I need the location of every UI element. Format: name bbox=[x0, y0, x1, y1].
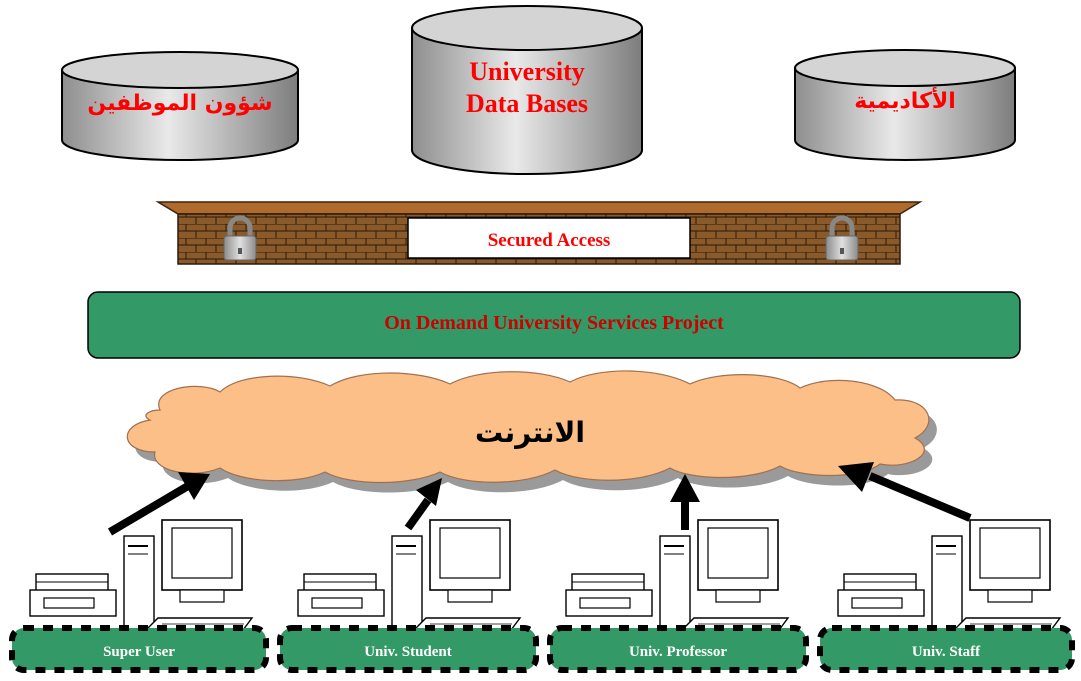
lock-icon bbox=[223, 215, 257, 261]
secured-access-box bbox=[407, 217, 691, 259]
user-label: Univ. Professor bbox=[629, 644, 727, 660]
database-academic: الأكاديمية bbox=[794, 49, 1016, 161]
database-university-label-line1: University bbox=[469, 57, 585, 86]
arrow-staff bbox=[838, 462, 972, 522]
computer-icon bbox=[837, 519, 1061, 635]
user-box-super-user: Super User bbox=[9, 625, 269, 673]
computer-icon bbox=[565, 519, 789, 635]
user-box-student: Univ. Student bbox=[277, 625, 539, 673]
internet-cloud: الانترنت bbox=[126, 370, 937, 493]
user-label: Super User bbox=[103, 644, 175, 660]
lock-icon bbox=[825, 215, 859, 261]
computer-icon bbox=[29, 519, 253, 635]
computer-icon bbox=[297, 519, 521, 635]
secured-access-label: Secured Access bbox=[488, 230, 611, 251]
database-academic-label: الأكاديمية bbox=[854, 86, 956, 114]
database-university: University Data Bases bbox=[411, 5, 643, 175]
arrow-super-user bbox=[107, 472, 210, 536]
arrow-professor bbox=[670, 474, 700, 530]
user-box-professor: Univ. Professor bbox=[547, 625, 809, 673]
project-label: On Demand University Services Project bbox=[384, 312, 724, 334]
project-bar: On Demand University Services Project bbox=[87, 291, 1021, 359]
database-hr-label: شؤون الموظفين bbox=[87, 91, 272, 116]
internet-label: الانترنت bbox=[475, 416, 585, 449]
secured-access-wall: Secured Access bbox=[155, 201, 923, 265]
user-label: Univ. Staff bbox=[912, 644, 981, 660]
user-label: Univ. Student bbox=[364, 644, 452, 660]
arrow-student bbox=[404, 478, 442, 531]
user-box-staff: Univ. Staff bbox=[817, 625, 1075, 673]
database-university-label-line2: Data Bases bbox=[466, 89, 588, 118]
database-hr: شؤون الموظفين bbox=[61, 51, 299, 161]
